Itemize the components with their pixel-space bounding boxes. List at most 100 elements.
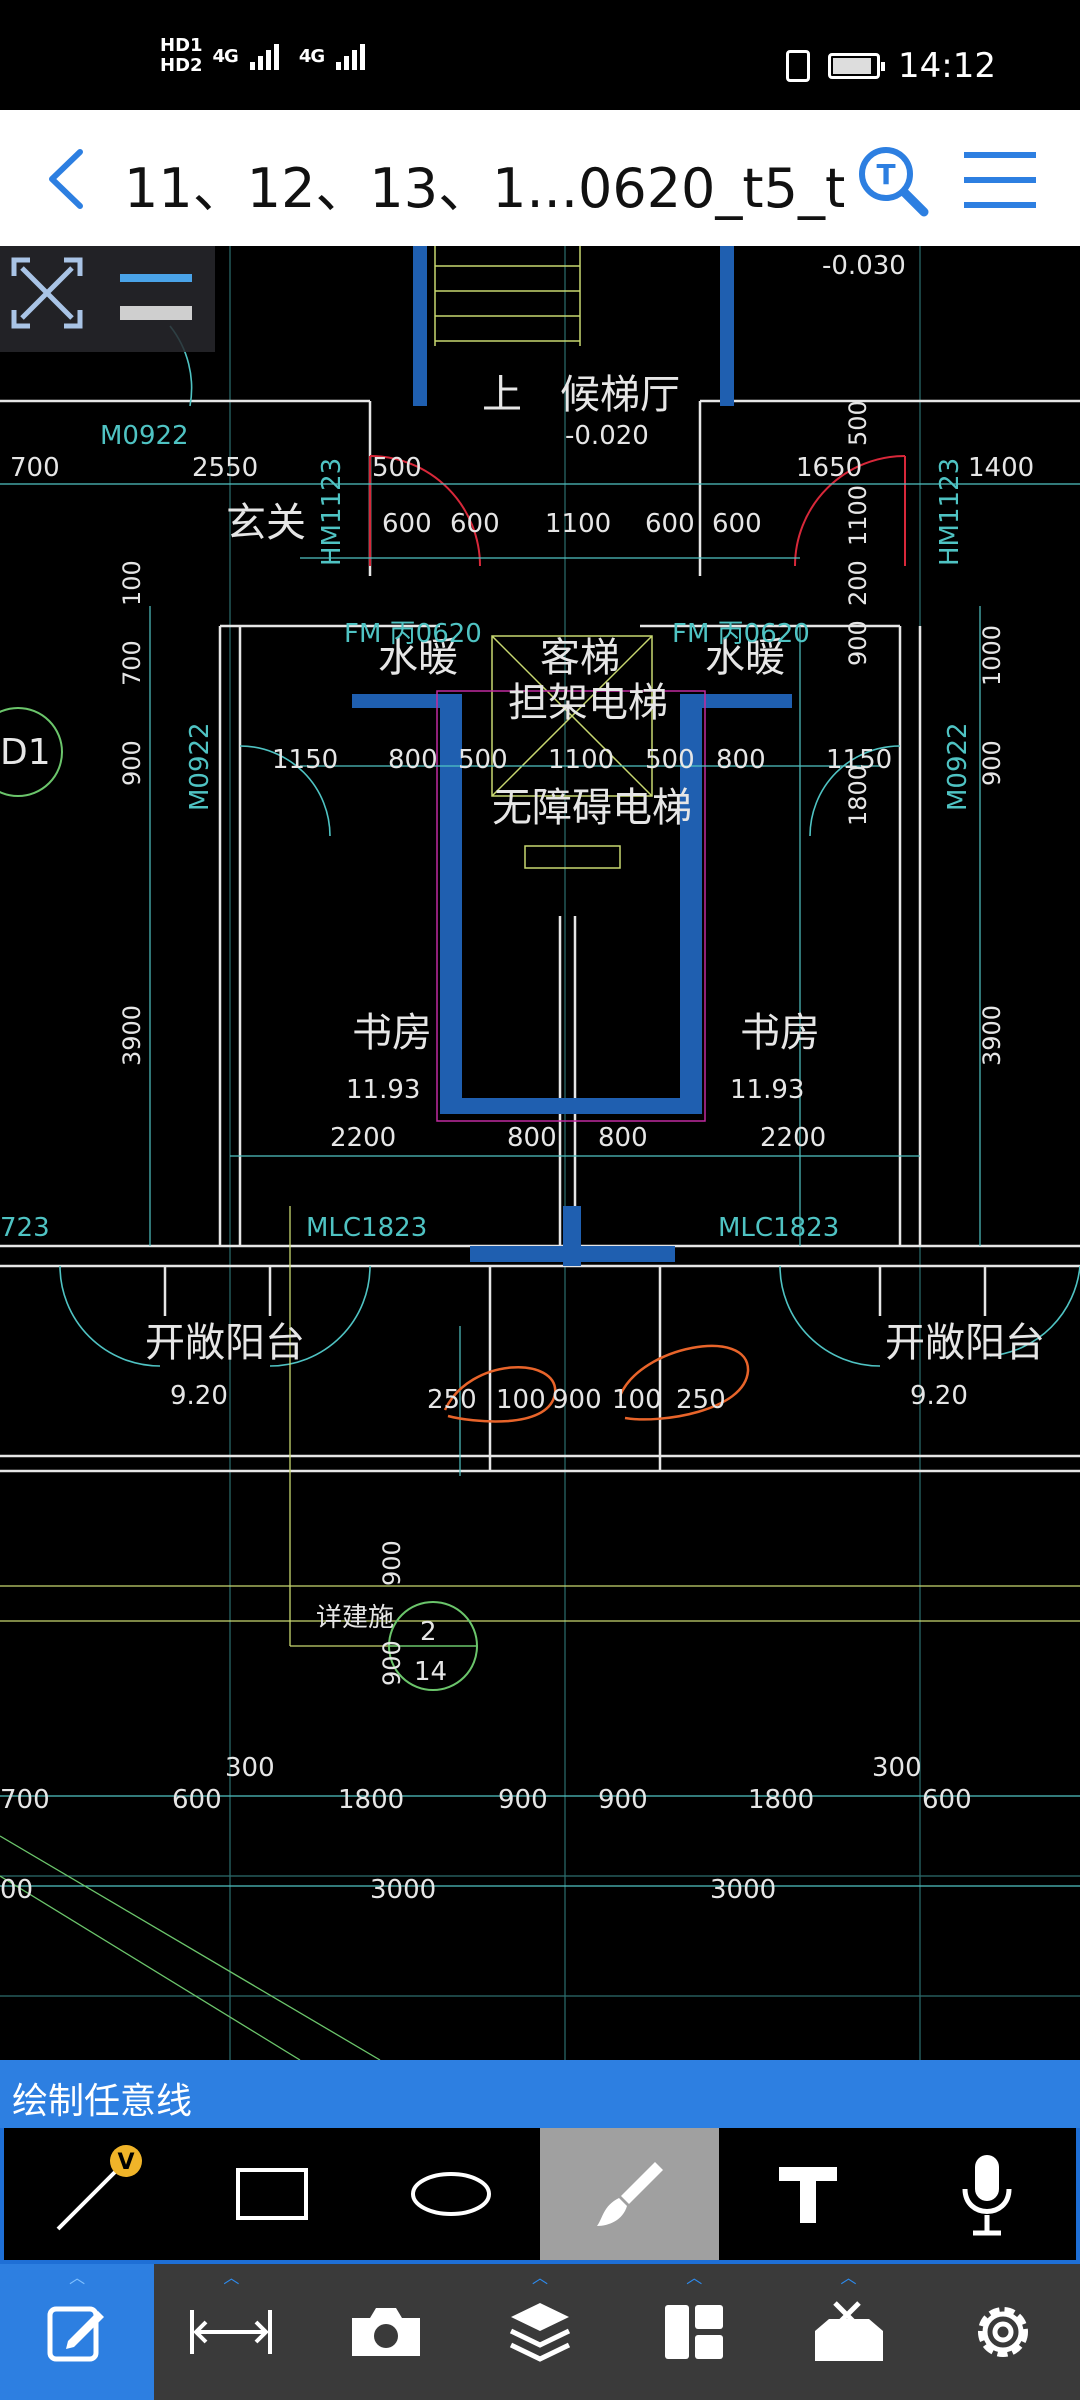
concrete-walls bbox=[352, 246, 792, 1266]
layout-icon bbox=[665, 2305, 724, 2359]
dim-text: 00 bbox=[0, 1875, 33, 1905]
measure-tab[interactable]: ︿ bbox=[154, 2264, 308, 2400]
dim-text: 1800 bbox=[338, 1785, 404, 1815]
door-tag: HM1123 bbox=[317, 458, 347, 566]
dim-text: 100 bbox=[496, 1385, 546, 1415]
line-tool-button[interactable]: V bbox=[4, 2128, 183, 2260]
top-elevation: -0.030 bbox=[822, 251, 906, 281]
voice-tool-button[interactable] bbox=[897, 2128, 1076, 2260]
dim-text: 500 bbox=[844, 400, 872, 446]
annotate-icon bbox=[47, 2306, 105, 2362]
dim-text: 250 bbox=[676, 1385, 726, 1415]
shaft-label-left: 水暖 bbox=[378, 635, 458, 681]
dim-text: 900 bbox=[118, 740, 146, 786]
dim-text: 2200 bbox=[330, 1123, 396, 1153]
vertical-dims: 100 700 900 3900 900 1000 900 3900 1800 … bbox=[118, 400, 1006, 1686]
elevator-car bbox=[491, 635, 653, 869]
study-name-left: 书房 bbox=[352, 1010, 432, 1056]
dim-text: 3900 bbox=[978, 1005, 1006, 1066]
dim-text: 300 bbox=[872, 1753, 922, 1783]
shaft-label-right: 水暖 bbox=[705, 635, 785, 681]
annotate-tab[interactable]: ︿ bbox=[0, 2264, 155, 2400]
menu-icon[interactable] bbox=[962, 148, 1038, 212]
settings-icon bbox=[977, 2307, 1028, 2357]
line-tool-icon: V bbox=[56, 2145, 143, 2231]
brush-tool-button[interactable] bbox=[540, 2128, 719, 2260]
network-type-1: 4G bbox=[212, 45, 239, 67]
shaft-outline bbox=[436, 690, 706, 1122]
toolbox-icon bbox=[814, 2301, 883, 2361]
dim-text: 900 bbox=[978, 740, 1006, 786]
door-tag: MLC1823 bbox=[306, 1213, 427, 1243]
expand-caret-icon: ︿ bbox=[223, 2268, 240, 2287]
axis-bubble-d1 bbox=[0, 707, 63, 797]
door-tag: 723 bbox=[0, 1213, 50, 1243]
draw-mode-label: 绘制任意线 bbox=[12, 2081, 193, 2122]
svg-text:T: T bbox=[876, 158, 895, 191]
expand-caret-icon: ︿ bbox=[840, 2268, 857, 2287]
room-labels: 上 候梯厅 玄关 客梯 担架电梯 无障碍电梯 水暖 水暖 书房 书房 开敞阳台 … bbox=[145, 372, 1045, 1366]
dim-text: 600 bbox=[382, 509, 432, 539]
layers-icon bbox=[509, 2303, 571, 2362]
dim-text: 500 bbox=[645, 745, 695, 775]
dim-text: 2200 bbox=[760, 1123, 826, 1153]
dim-text: 250 bbox=[427, 1385, 477, 1415]
study-area-right: 11.93 bbox=[730, 1075, 804, 1105]
minimize-icon[interactable] bbox=[120, 274, 192, 320]
dim-text: 800 bbox=[388, 745, 438, 775]
detail-sheet: 14 bbox=[414, 1657, 447, 1687]
expand-caret-icon: ︿ bbox=[686, 2268, 703, 2287]
dim-text: 600 bbox=[645, 509, 695, 539]
study-area-left: 11.93 bbox=[346, 1075, 420, 1105]
dim-text: 300 bbox=[225, 1753, 275, 1783]
dim-text: 500 bbox=[372, 453, 422, 483]
stairs bbox=[434, 246, 581, 346]
dim-text: 500 bbox=[458, 745, 508, 775]
balcony-area-left: 9.20 bbox=[170, 1381, 228, 1411]
dim-text: 200 bbox=[844, 560, 872, 606]
bottom-navigation: ︿ ︿ ︿ ︿ bbox=[0, 2264, 1080, 2400]
toolbox-tab[interactable]: ︿ bbox=[771, 2264, 925, 2400]
text-search-icon[interactable]: T bbox=[852, 140, 932, 220]
rectangle-tool-button[interactable] bbox=[183, 2128, 362, 2260]
dim-text: 1000 bbox=[978, 625, 1006, 686]
detail-number: 2 bbox=[420, 1617, 437, 1647]
settings-tab[interactable] bbox=[926, 2264, 1080, 2400]
dim-text: 800 bbox=[507, 1123, 557, 1153]
dim-text: 700 bbox=[10, 453, 60, 483]
signal-group: HD1 HD2 4G 4G bbox=[160, 36, 366, 76]
draw-mode-bar: 绘制任意线 bbox=[0, 2060, 1080, 2128]
dim-text: 3000 bbox=[710, 1875, 776, 1905]
drawing-canvas[interactable]: 上 候梯厅 玄关 客梯 担架电梯 无障碍电梯 水暖 水暖 书房 书房 开敞阳台 … bbox=[0, 246, 1080, 2060]
battery-icon bbox=[828, 53, 886, 79]
back-arrow-icon[interactable] bbox=[40, 144, 100, 214]
dim-text: 1800 bbox=[748, 1785, 814, 1815]
clock: 14:12 bbox=[898, 46, 996, 86]
dim-text: 1400 bbox=[968, 453, 1034, 483]
fullscreen-icon[interactable] bbox=[11, 257, 83, 329]
signal-bars-2-icon bbox=[336, 42, 366, 70]
expand-caret-icon: ︿ bbox=[69, 2268, 86, 2287]
layers-tab[interactable]: ︿ bbox=[463, 2264, 617, 2400]
vibrate-icon bbox=[786, 50, 811, 82]
sim-labels: HD1 HD2 bbox=[160, 36, 203, 76]
foyer-label: 玄关 bbox=[226, 500, 306, 546]
camera-tab[interactable] bbox=[309, 2264, 463, 2400]
dim-text: 900 bbox=[844, 620, 872, 666]
dim-text: 1100 bbox=[548, 745, 614, 775]
dimension-text: -0.020 -0.030 700 2550 500 600 600 1100 … bbox=[0, 251, 1034, 1905]
dim-text: 600 bbox=[712, 509, 762, 539]
ellipse-tool-button[interactable] bbox=[361, 2128, 540, 2260]
text-tool-button[interactable] bbox=[719, 2128, 898, 2260]
signal-bars-1-icon bbox=[249, 42, 279, 70]
vip-badge: V bbox=[118, 2150, 135, 2175]
door-tag: M0922 bbox=[943, 722, 973, 811]
text-tool-icon bbox=[779, 2167, 838, 2223]
canvas-mini-toolbar bbox=[0, 246, 215, 352]
dimension-lines bbox=[0, 483, 1080, 1887]
dim-text: 600 bbox=[450, 509, 500, 539]
layout-tab[interactable]: ︿ bbox=[617, 2264, 771, 2400]
measure-icon bbox=[190, 2310, 273, 2354]
stairs-up-label: 上 bbox=[482, 372, 522, 418]
door-tag: FM 丙0620 bbox=[344, 619, 482, 649]
